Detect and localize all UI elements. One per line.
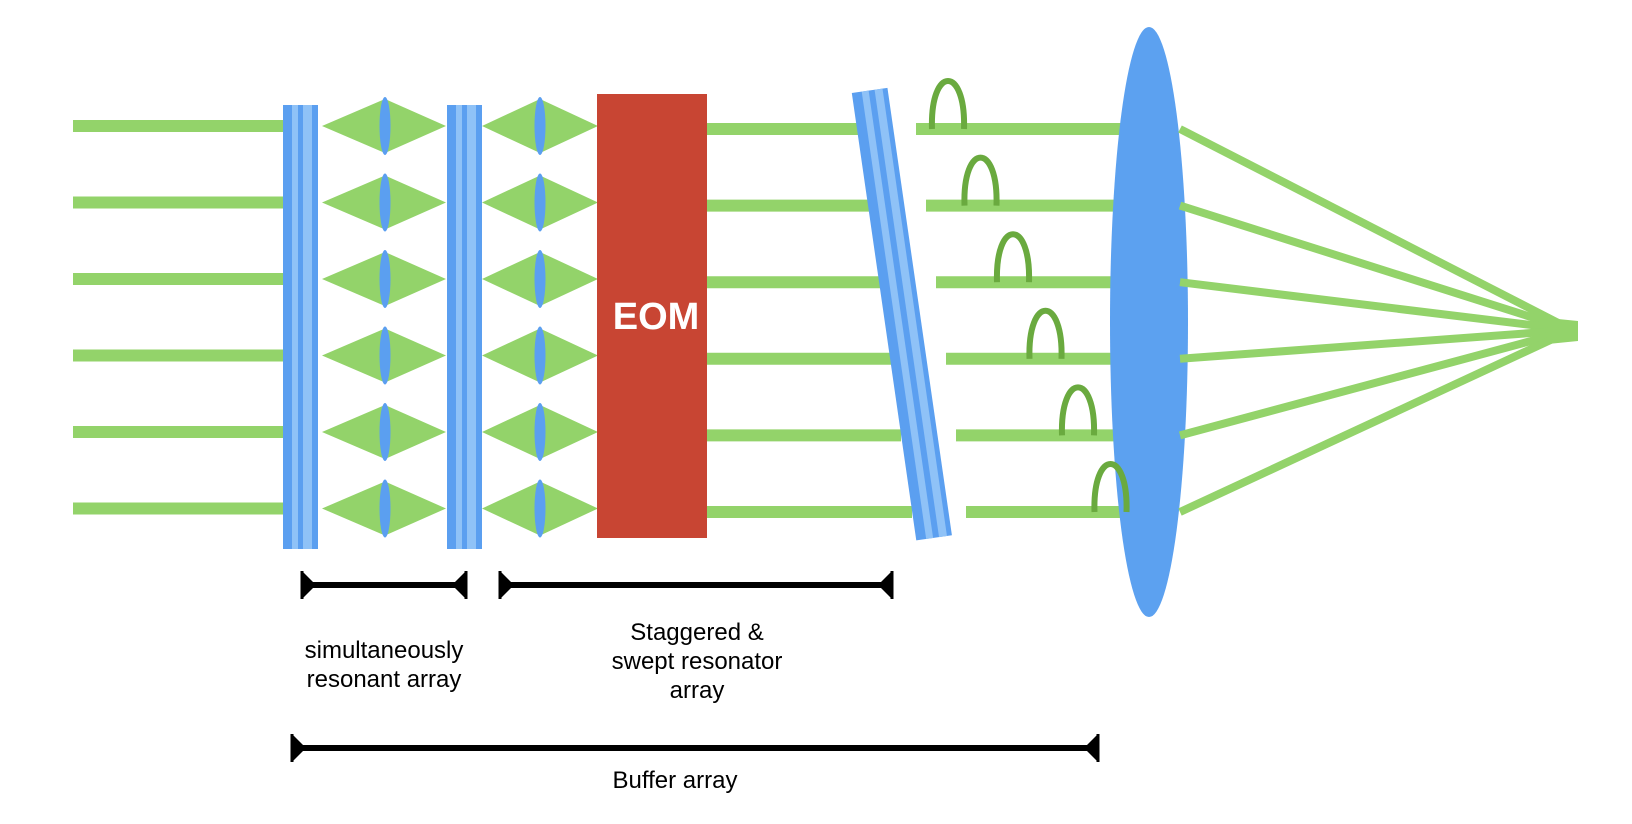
microlens [534,97,546,155]
label-line: swept resonator [611,648,783,675]
pulse-arc [1026,308,1065,359]
microlens [379,479,391,538]
converging-beam [1178,326,1574,440]
tilted-mirror-stack [851,87,952,541]
bracket-arrow [292,734,306,762]
converging-beam [1178,125,1574,334]
label-line: resonant array [306,666,462,693]
focal-point [1548,318,1578,344]
microlens [534,173,546,232]
pulse-arc [961,154,1000,206]
simultaneously-resonant-array-label: simultaneously resonant array [274,636,494,694]
pulse-arc [1091,461,1130,513]
converging-beam [1179,278,1573,334]
bracket-arrow [302,571,316,599]
focusing-lens [1110,27,1188,617]
microlens [534,479,546,538]
microlens [534,250,546,308]
microlens [379,97,391,155]
bracket-arrow [452,571,466,599]
eom-block [597,94,707,538]
microlens [534,403,546,461]
microlens [379,403,391,461]
mirror-layer [292,105,298,549]
label-line: simultaneously [304,637,464,664]
mirror-stack-middle [447,105,482,549]
converging-beam [1178,201,1574,334]
microlens [534,326,546,385]
mirror-layer [467,105,476,549]
label-line: array [669,677,725,704]
mirror-layer [861,90,934,539]
staggered-swept-resonator-array-label: Staggered & swept resonator array [582,618,812,705]
converging-beam [1178,326,1574,516]
eom-label: EOM [612,296,700,338]
microlens [379,250,391,308]
mirror-stack-left [283,105,318,549]
bracket-arrow [1084,734,1098,762]
bracket-arrow [878,571,892,599]
pulse-arc [928,78,968,130]
converging-beam [1179,326,1573,363]
bracket-arrow [500,571,514,599]
pulse-arc [1058,384,1098,436]
microlens [379,326,391,385]
label-line: Staggered & [630,619,764,646]
buffer-array-label: Buffer array [612,767,738,794]
mirror-layer [303,105,312,549]
pulse-arc [993,231,1033,283]
mirror-layer [874,88,947,538]
microlens [379,173,391,232]
mirror-layer [456,105,462,549]
